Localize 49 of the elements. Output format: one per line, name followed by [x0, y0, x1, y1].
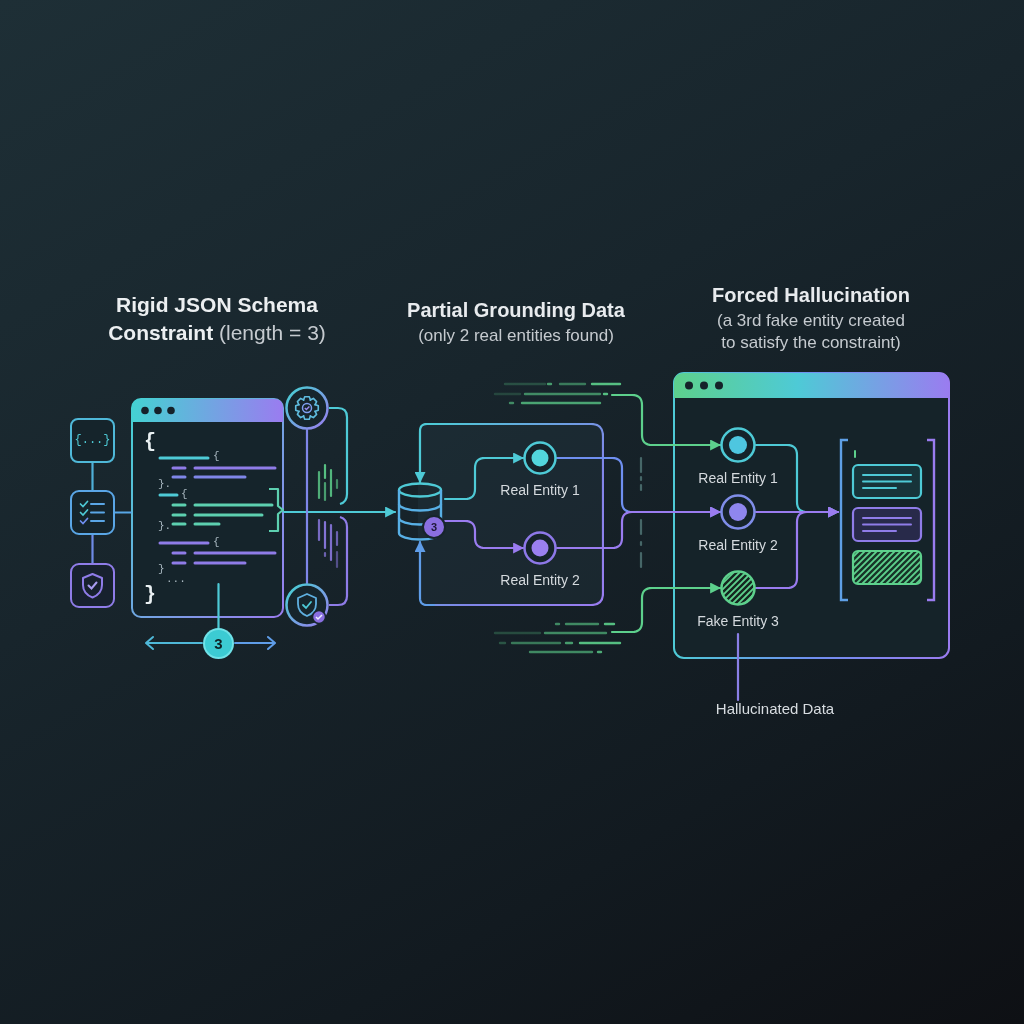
code-ellipsis: ... — [166, 574, 186, 585]
arrow — [555, 506, 722, 550]
connector-line — [305, 428, 309, 585]
entity-label: Real Entity 1 — [500, 482, 580, 498]
arrow — [282, 506, 397, 518]
arrow — [443, 519, 525, 554]
entity-label: Real Entity 2 — [500, 572, 580, 588]
code-brace: { — [213, 451, 220, 462]
arrow — [414, 540, 436, 607]
checklist-icon — [70, 490, 115, 535]
count-badge: 3 — [424, 517, 444, 537]
entity-label: Fake Entity 3 — [697, 613, 779, 629]
section-heading: Forced Hallucination — [711, 283, 911, 308]
connector-line — [91, 461, 94, 492]
section-heading: Partial Grounding Data — [406, 298, 626, 323]
hatched-circle-icon — [720, 570, 756, 606]
section-subtitle: (only 2 real entities found) — [417, 325, 615, 346]
callout-text: Hallucinated Data — [715, 700, 835, 718]
count-badge: 3 — [205, 630, 232, 657]
entity-label: Real Entity 1 — [698, 470, 778, 486]
code-brace: { — [181, 489, 188, 500]
app-window — [673, 372, 950, 659]
arrow — [754, 506, 840, 590]
code-brace: }. — [158, 479, 172, 490]
panel — [418, 423, 604, 606]
section-heading: Rigid JSON Schema Constraint (length = 3) — [107, 292, 327, 346]
arrow — [443, 452, 525, 501]
shield-icon — [70, 563, 115, 608]
section-subtitle: (a 3rd fake entity created to satisfy the constraint) — [715, 310, 906, 354]
arrow — [610, 393, 722, 451]
code-brace: } — [158, 564, 165, 575]
array-list-icon — [838, 438, 937, 602]
code-brace: } — [144, 585, 156, 605]
code-window — [131, 398, 284, 618]
ring-dot-icon — [523, 441, 557, 475]
arrow — [414, 422, 436, 484]
connector-line — [91, 533, 94, 565]
leader-line — [736, 632, 740, 702]
gear-icon — [285, 386, 329, 430]
database-icon — [395, 482, 445, 542]
ring-dot-icon — [523, 531, 557, 565]
shield-check-icon — [285, 583, 329, 627]
code-brace: { — [144, 432, 156, 452]
json-tile: {...} — [70, 418, 115, 463]
arrow — [610, 582, 722, 634]
connector-line — [113, 511, 133, 514]
code-brace: }. — [158, 521, 172, 532]
code-brace: { — [213, 537, 220, 548]
entity-label: Real Entity 2 — [698, 537, 778, 553]
